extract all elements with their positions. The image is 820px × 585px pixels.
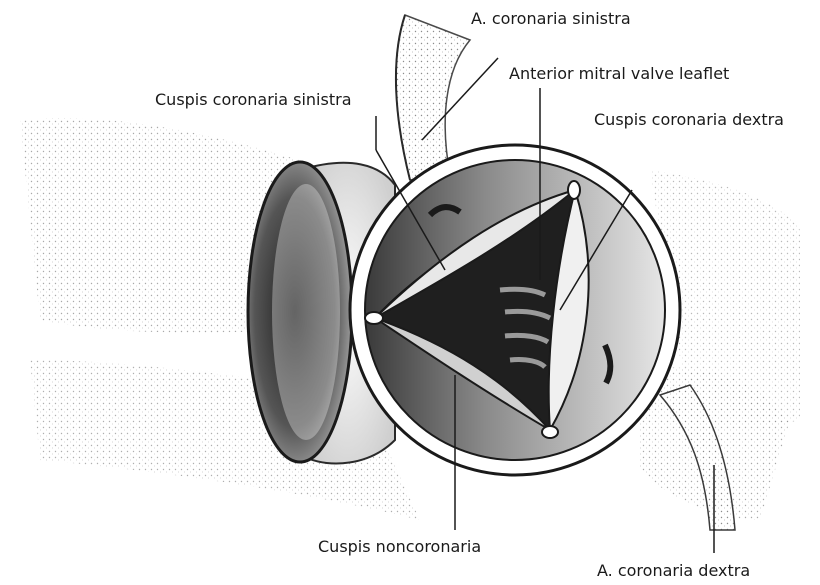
label-cuspis-coronaria-dextra: Cuspis coronaria dextra [594, 112, 784, 128]
label-a-coronaria-sinistra: A. coronaria sinistra [471, 11, 631, 27]
label-cuspis-coronaria-sinistra: Cuspis coronaria sinistra [155, 92, 352, 108]
label-a-coronaria-dextra: A. coronaria dextra [597, 563, 750, 579]
label-anterior-mitral-valve-leaflet: Anterior mitral valve leaflet [509, 66, 729, 82]
label-cuspis-noncoronaria: Cuspis noncoronaria [318, 539, 481, 555]
